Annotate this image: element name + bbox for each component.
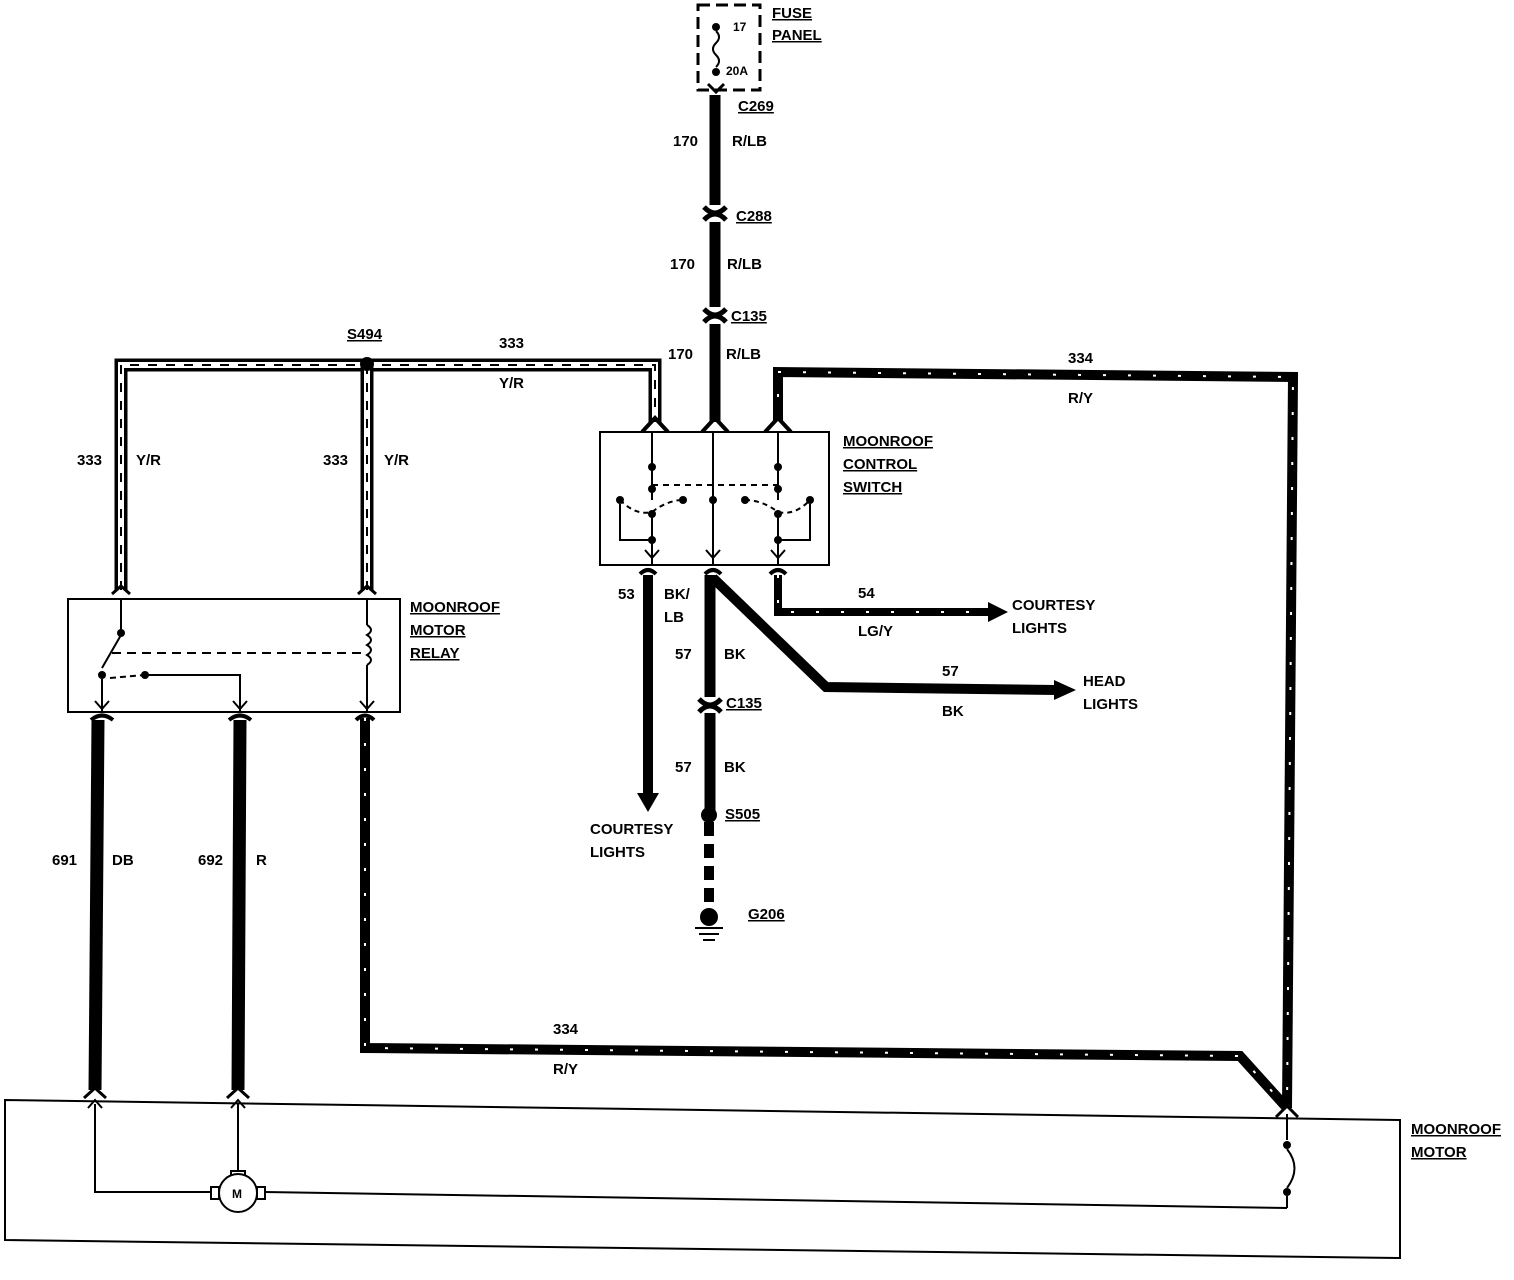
wire-692-color: R xyxy=(256,852,267,869)
wire-333-mid-color: Y/R xyxy=(384,452,409,469)
wire-170-c-color: R/LB xyxy=(726,346,761,363)
wire-691 xyxy=(82,719,108,1100)
wire-170-a-color: R/LB xyxy=(732,133,767,150)
wire-54 xyxy=(768,568,1008,622)
wire-57-head-color: BK xyxy=(942,703,964,720)
wire-170-b-color: R/LB xyxy=(727,256,762,273)
head-lights-label-1: HEAD xyxy=(1083,673,1126,690)
wire-333-top-circuit: 333 xyxy=(499,335,524,352)
wire-333-top-color: Y/R xyxy=(499,375,524,392)
wire-57-b-color: BK xyxy=(724,759,746,776)
wire-54-color: LG/Y xyxy=(858,623,893,640)
wire-692 xyxy=(225,719,251,1100)
wire-170-a-circuit: 170 xyxy=(673,133,698,150)
courtesy-bottom-label-1: COURTESY xyxy=(590,821,673,838)
splice-s494: S494 xyxy=(347,326,383,343)
motor-label-1: MOONROOF xyxy=(1411,1121,1501,1138)
wire-333-left-color: Y/R xyxy=(136,452,161,469)
wire-53 xyxy=(637,568,659,812)
relay-label-1: MOONROOF xyxy=(410,599,500,616)
wire-53-circuit: 53 xyxy=(618,586,635,603)
splice-s505: S505 xyxy=(725,806,760,823)
wire-53-color-1: BK/ xyxy=(664,586,691,603)
fuse-panel-label-2: PANEL xyxy=(772,27,822,44)
wire-333 xyxy=(114,357,670,590)
control-switch-label-3: SWITCH xyxy=(843,479,902,496)
courtesy-right-label-2: LIGHTS xyxy=(1012,620,1067,637)
wire-53-color-2: LB xyxy=(664,609,684,626)
wire-57 xyxy=(695,568,1076,941)
splice-s494-dot xyxy=(360,357,374,371)
wire-333-mid-circuit: 333 xyxy=(323,452,348,469)
connector-c135-upper: C135 xyxy=(731,308,767,325)
wire-334-bottom-circuit: 334 xyxy=(553,1021,579,1038)
wire-170-b-circuit: 170 xyxy=(670,256,695,273)
control-switch-label-2: CONTROL xyxy=(843,456,917,473)
wire-691-circuit: 691 xyxy=(52,852,77,869)
wire-170-c-circuit: 170 xyxy=(668,346,693,363)
wire-333-left-circuit: 333 xyxy=(77,452,102,469)
fuse-number: 17 xyxy=(733,20,747,34)
motor-label-2: MOTOR xyxy=(1411,1144,1467,1161)
wire-334 xyxy=(360,366,1299,1112)
relay-label-2: MOTOR xyxy=(410,622,466,639)
relay-label-3: RELAY xyxy=(410,645,459,662)
wire-57-b-circuit: 57 xyxy=(675,759,692,776)
connector-c135-lower: C135 xyxy=(726,695,762,712)
courtesy-right-label-1: COURTESY xyxy=(1012,597,1095,614)
wire-54-circuit: 54 xyxy=(858,585,875,602)
wire-692-circuit: 692 xyxy=(198,852,223,869)
moonroof-motor: M xyxy=(4,1098,1401,1260)
wire-334-top-circuit: 334 xyxy=(1068,350,1094,367)
wire-170 xyxy=(700,95,730,434)
motor-symbol xyxy=(218,1173,258,1213)
wire-57-head-circuit: 57 xyxy=(942,663,959,680)
fuse-panel-label-1: FUSE xyxy=(772,5,812,22)
connector-c269: C269 xyxy=(738,98,774,115)
connector-c288: C288 xyxy=(736,208,772,225)
moonroof-motor-relay xyxy=(67,583,401,722)
ground-g206: G206 xyxy=(748,906,785,923)
motor-symbol-label: M xyxy=(232,1187,242,1201)
wire-691-color: DB xyxy=(112,852,134,869)
fuse-panel: 17 20A FUSE PANEL xyxy=(696,3,822,95)
wire-57-a-circuit: 57 xyxy=(675,646,692,663)
control-switch-label-1: MOONROOF xyxy=(843,433,933,450)
wire-57-a-color: BK xyxy=(724,646,746,663)
splice-s505-dot xyxy=(701,807,717,823)
fuse-rating: 20A xyxy=(726,64,748,78)
head-lights-label-2: LIGHTS xyxy=(1083,696,1138,713)
wire-334-bottom-color: R/Y xyxy=(553,1061,578,1078)
moonroof-control-switch xyxy=(599,431,830,566)
courtesy-bottom-label-2: LIGHTS xyxy=(590,844,645,861)
wire-334-top-color: R/Y xyxy=(1068,390,1093,407)
